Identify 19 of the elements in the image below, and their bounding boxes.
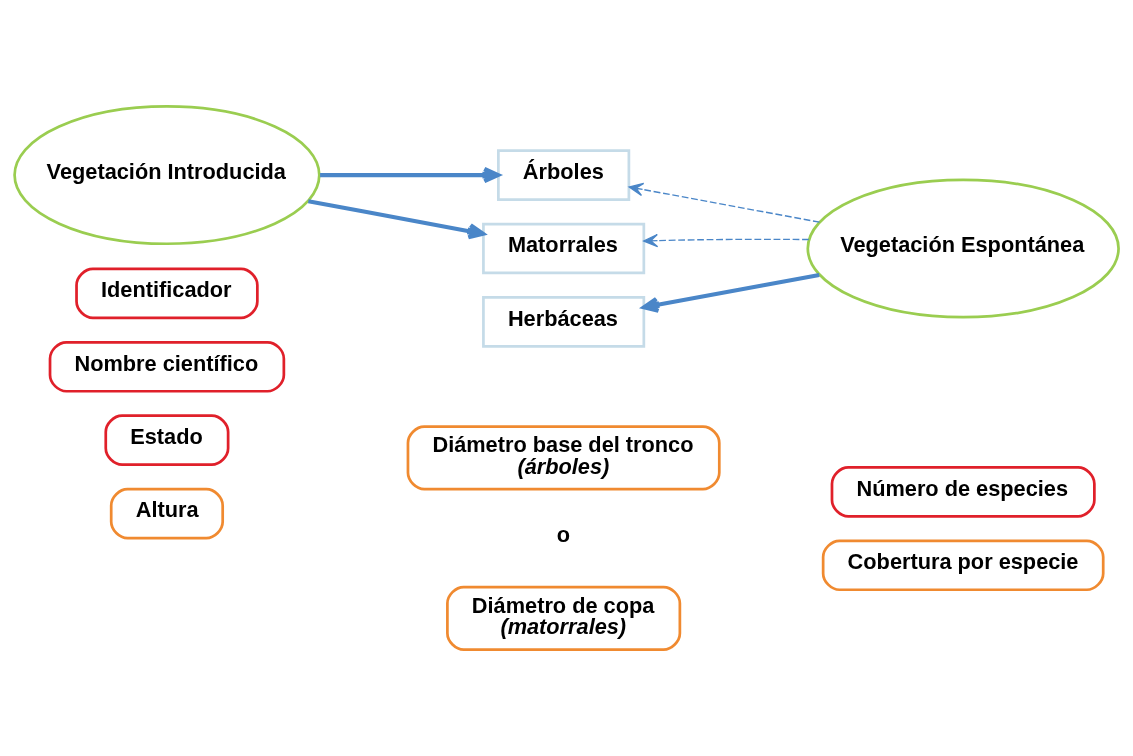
arrow (641, 272, 820, 313)
node-ellipse: Vegetación Espontánea (806, 178, 1120, 319)
arrow (643, 233, 810, 248)
node-box: Estado (104, 414, 230, 467)
node-box: Nombre científico (48, 340, 286, 393)
node-box: Matorrales (482, 222, 646, 275)
node-ellipse: Vegetación Introducida (13, 105, 321, 246)
node-box: Herbáceas (482, 296, 646, 348)
node-box: Diámetro de copa (matorrales) (446, 585, 682, 651)
node-box: Diámetro base del tronco (árboles) (406, 425, 721, 491)
node-box: Árboles (497, 149, 631, 201)
node-box: Cobertura por especie (821, 539, 1105, 592)
node-box: Identificador (75, 267, 259, 320)
arrow (628, 182, 821, 223)
arrow (320, 166, 501, 184)
label: o (556, 521, 571, 547)
node-box: Altura (109, 487, 225, 540)
node-box: Número de especies (830, 466, 1096, 518)
arrow (307, 199, 485, 240)
